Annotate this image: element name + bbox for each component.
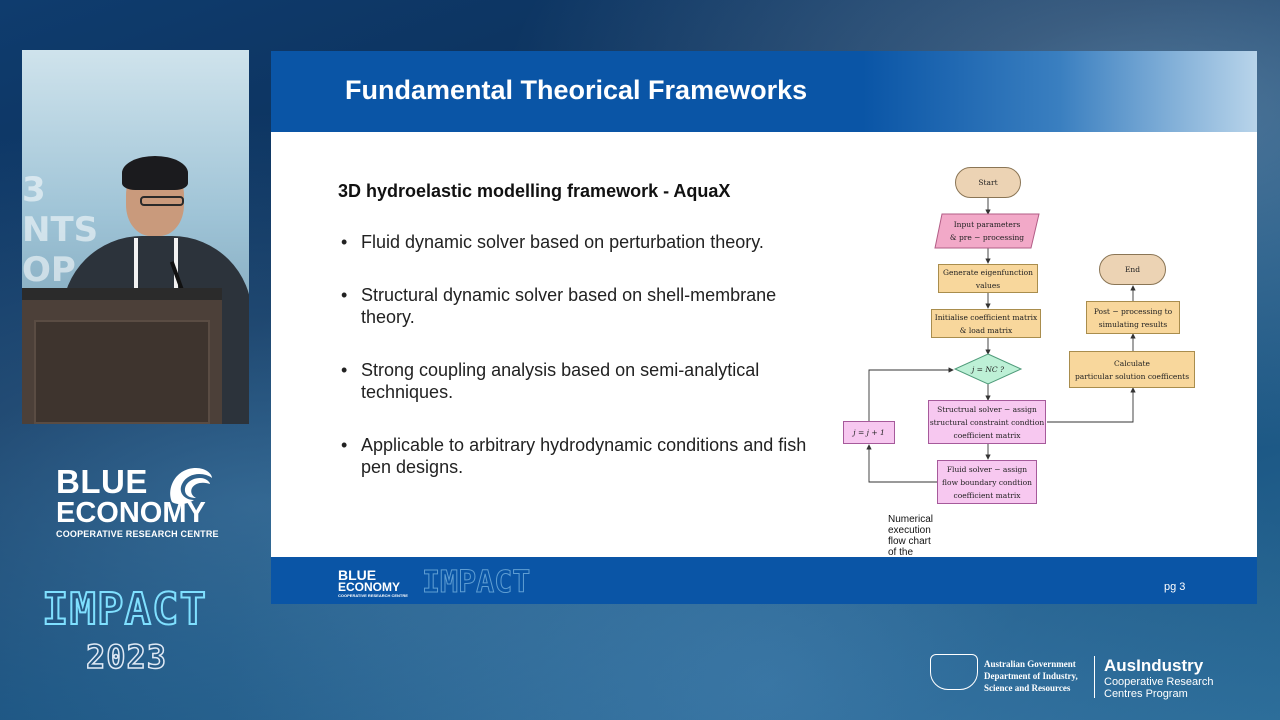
backdrop-line: OP <box>22 250 76 290</box>
coat-of-arms-icon <box>930 654 978 690</box>
flow-start: Start <box>955 167 1021 198</box>
flow-calc-line: particular solution coefficents <box>1074 371 1190 381</box>
gov-line: Science and Resources <box>984 683 1071 693</box>
footer-impact-wordmark: IMPACT <box>421 565 531 601</box>
divider <box>1094 656 1095 698</box>
flow-input-line: & pre − processing <box>949 233 1025 242</box>
footer-logo-line: ECONOMY <box>338 580 401 594</box>
flow-eigen: Generate eigenfunction values <box>938 264 1038 293</box>
flow-post-line: Post − processing to <box>1093 306 1173 316</box>
ausindustry-sub-line: Centres Program <box>1104 688 1188 700</box>
flow-init: Initialise coefficient matrix & load mat… <box>931 309 1041 338</box>
blue-economy-logo: BLUE ECONOMY COOPERATIVE RESEARCH CENTRE <box>56 463 226 539</box>
gov-line: Australian Government <box>984 659 1076 669</box>
slide-subheading: 3D hydroelastic modelling framework - Aq… <box>338 181 731 201</box>
ausindustry-title: AusIndustry <box>1104 656 1204 675</box>
bullet-item: Structural dynamic solver based on shell… <box>341 284 821 328</box>
logo-blue-text: BLUE <box>56 463 148 500</box>
flow-calc-line: Calculate <box>1114 358 1150 368</box>
footer-logo-line: BLUE <box>338 567 377 583</box>
flowchart-arrows <box>866 198 1136 483</box>
slide-footer: BLUE ECONOMY COOPERATIVE RESEARCH CENTRE… <box>271 557 1257 604</box>
input-parallelogram <box>934 213 1040 249</box>
page-number: pg 3 <box>1164 581 1186 593</box>
slide-title: Fundamental Theorical Frameworks <box>345 75 808 105</box>
flow-end: End <box>1099 254 1166 285</box>
flow-increment: j = j + 1 <box>843 421 895 444</box>
gov-line: Department of Industry, <box>984 671 1078 681</box>
backdrop-text: 3 NTS OP <box>22 170 98 290</box>
speaker-glasses <box>140 196 184 206</box>
flow-input-line: Input parameters <box>953 220 1021 229</box>
bullet-item: Applicable to arbitrary hydrodynamic con… <box>341 434 821 478</box>
flow-init-line: & load matrix <box>959 325 1013 335</box>
speaker-hair <box>122 156 188 190</box>
ausindustry-subtitle: Cooperative Research Centres Program <box>1104 676 1244 700</box>
backdrop-line: 3 <box>22 170 46 210</box>
wave-logo-icon <box>170 468 212 505</box>
ausindustry-sub-line: Cooperative Research <box>1104 676 1214 688</box>
bullet-item: Fluid dynamic solver based on perturbati… <box>341 231 821 253</box>
gov-text: Australian Government Department of Indu… <box>984 658 1078 694</box>
flow-post: Post − processing to simulating results <box>1086 301 1180 334</box>
flow-eigen-line: Generate eigenfunction <box>943 267 1033 277</box>
logo-crc-text: COOPERATIVE RESEARCH CENTRE <box>56 529 219 539</box>
backdrop-line: NTS <box>22 210 99 250</box>
flow-fluid-solver: Fluid solver − assign flow boundary cond… <box>937 460 1037 504</box>
impact-wordmark: IMPACT <box>41 583 207 636</box>
flow-eigen-line: values <box>975 280 1001 290</box>
flow-decision-label: j = NC ? <box>971 364 1005 374</box>
lectern-front <box>34 320 210 424</box>
flow-calculate: Calculate particular solution coefficent… <box>1069 351 1195 388</box>
bullet-item: Strong coupling analysis based on semi-a… <box>341 359 821 403</box>
flow-input: Input parameters & pre − processing <box>937 215 1037 247</box>
footer-logo: BLUE ECONOMY COOPERATIVE RESEARCH CENTRE <box>338 567 408 599</box>
flow-struct-solver: Structrual solver − assign structural co… <box>928 400 1046 444</box>
speaker-video: 3 NTS OP <box>22 50 249 424</box>
flow-fluid-line: flow boundary condtion <box>942 477 1032 487</box>
footer-logo-line: COOPERATIVE RESEARCH CENTRE <box>338 593 408 598</box>
flow-fluid-line: Fluid solver − assign <box>946 464 1028 474</box>
flow-fluid-line: coefficient matrix <box>953 490 1021 500</box>
flow-struct-line: coefficient matrix <box>953 430 1021 440</box>
flow-post-line: simulating results <box>1098 319 1168 329</box>
flow-struct-line: structural constraint condtion <box>929 417 1045 427</box>
year-wordmark: 2023 <box>85 637 168 677</box>
government-logos: Australian Government Department of Indu… <box>930 652 1260 702</box>
bullet-list: Fluid dynamic solver based on perturbati… <box>341 231 821 509</box>
flow-init-line: Initialise coefficient matrix <box>934 312 1038 322</box>
flow-struct-line: Structrual solver − assign <box>937 404 1037 414</box>
slide-header: Fundamental Theorical Frameworks <box>271 51 1257 132</box>
decision-diamond <box>953 353 1023 385</box>
presentation-slide: Fundamental Theorical Frameworks 3D hydr… <box>271 51 1257 604</box>
